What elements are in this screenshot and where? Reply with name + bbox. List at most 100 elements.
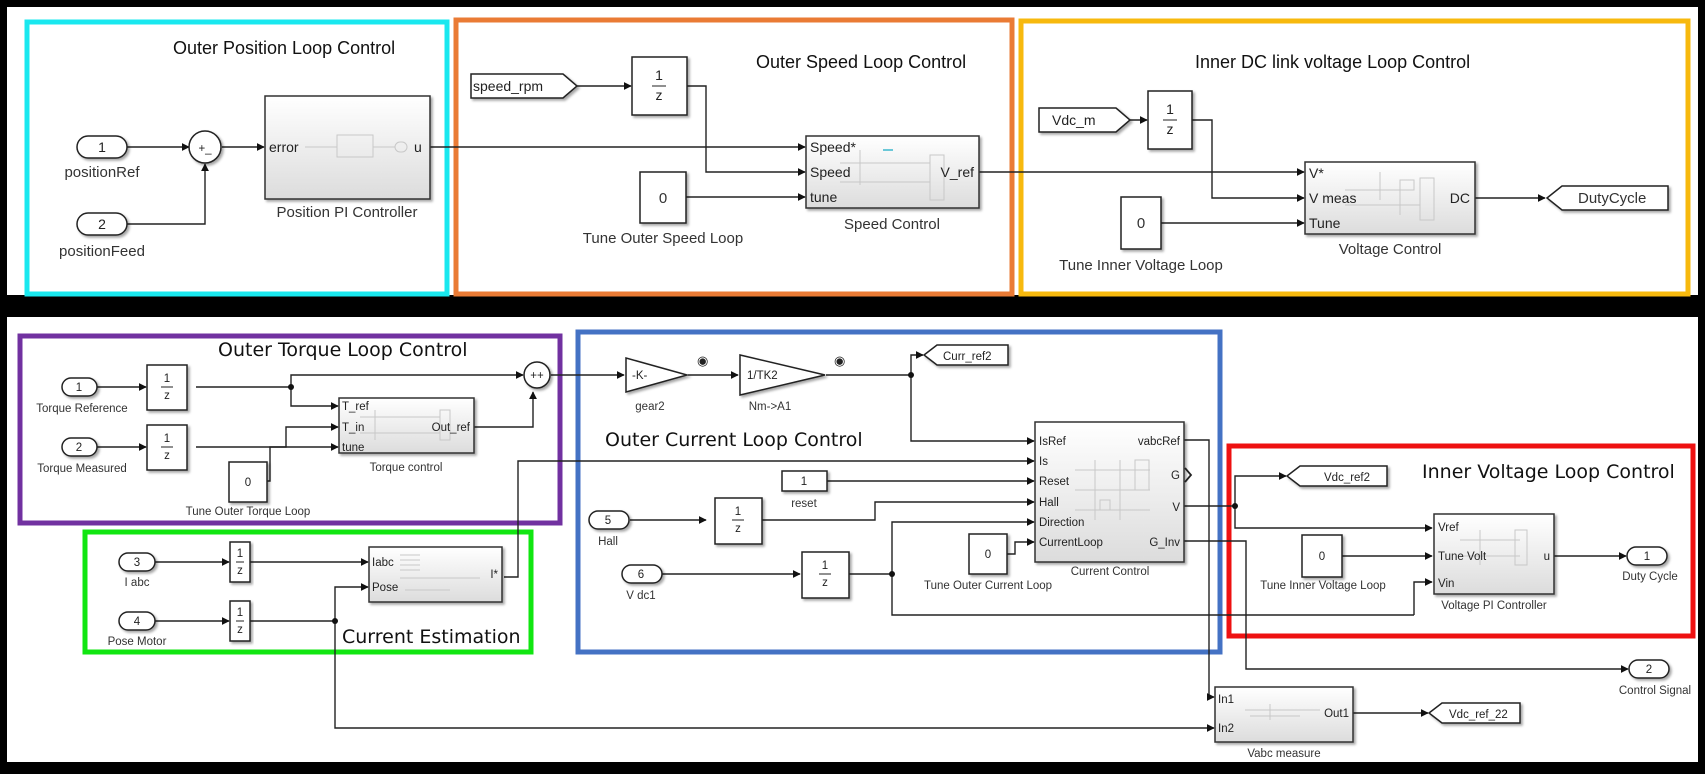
junction-dot <box>908 372 914 378</box>
inport-label: V dc1 <box>626 590 655 602</box>
unit-delay-pose[interactable]: 1 z <box>229 600 251 642</box>
port-i-star: I* <box>490 569 498 581</box>
inport-position-feed[interactable]: 2 positionFeed <box>59 212 145 260</box>
from-tag-speed-rpm[interactable]: speed_rpm <box>470 73 579 99</box>
constant-tune-inner-voltage[interactable]: 0 Tune Inner Voltage Loop <box>1059 196 1223 274</box>
delay-den: z <box>237 624 243 636</box>
junction-dot <box>889 571 895 577</box>
outport-label: Control Signal <box>1619 685 1691 697</box>
unit-delay-vdc1[interactable]: 1 z <box>801 551 850 599</box>
block-label: Speed Control <box>844 216 940 233</box>
gain-label: gear2 <box>635 401 664 413</box>
port-hall: Hall <box>1039 497 1059 509</box>
goto-tag-curr-ref2[interactable]: Curr_ref2 <box>922 344 1009 366</box>
inport-position-ref[interactable]: 1 positionRef <box>64 135 140 181</box>
torque-loop-frame <box>17 333 563 526</box>
vabc-measure-subsystem[interactable]: In1 In2 Out1 Vabc measure <box>1214 686 1354 760</box>
position-pi-controller[interactable]: error u Position PI Controller <box>264 95 431 221</box>
port-u: u <box>1544 551 1550 563</box>
sum-block-position[interactable]: +_ <box>188 130 222 164</box>
from-tag-label: speed_rpm <box>473 78 543 94</box>
goto-tag-vdc-ref2[interactable]: Vdc_ref2 <box>1285 465 1388 487</box>
port-v-meas: V meas <box>1309 190 1356 206</box>
goto-tag-vdc-ref-22[interactable]: Vdc_ref_22 <box>1427 702 1521 724</box>
speed-control-subsystem[interactable]: Speed* Speed tune V_ref Speed Control <box>805 135 980 233</box>
signal-logging-icon[interactable]: ◉ <box>834 353 845 368</box>
goto-tag-label: Vdc_ref_22 <box>1449 709 1508 721</box>
inport-v-dc1[interactable]: 6 V dc1 <box>621 564 663 602</box>
block-label: Current Control <box>1071 566 1150 578</box>
inport-i-abc[interactable]: 3 I abc <box>118 552 156 589</box>
delay-num: 1 <box>1166 101 1174 117</box>
port-currentloop: CurrentLoop <box>1039 537 1103 549</box>
unit-delay-hall[interactable]: 1 z <box>714 497 763 545</box>
constant-value: 0 <box>245 477 251 489</box>
constant-tune-outer-torque[interactable]: 0 Tune Outer Torque Loop <box>186 461 311 518</box>
goto-tag-dutycycle[interactable]: DutyCycle <box>1545 185 1669 211</box>
junction-dot <box>288 384 294 390</box>
port-in1: In1 <box>1218 694 1234 706</box>
constant-tune-inner-voltage-2[interactable]: 0 Tune Inner Voltage Loop <box>1260 534 1386 592</box>
delay-den: z <box>822 577 828 589</box>
constant-value: 0 <box>1137 215 1145 232</box>
delay-den: z <box>656 87 663 103</box>
delay-num: 1 <box>237 548 243 560</box>
sum-signs: ++ <box>530 370 544 382</box>
port-v-ref: V_ref <box>941 164 975 180</box>
goto-tag-label: DutyCycle <box>1578 190 1646 207</box>
unit-delay-speed[interactable]: 1 z <box>631 56 688 116</box>
dc-link-loop-frame <box>1018 18 1691 297</box>
port-iabc: Iabc <box>372 557 394 569</box>
constant-label: Tune Outer Current Loop <box>924 580 1052 592</box>
gain-nm-to-a1[interactable]: 1/TK2 Nm->A1 <box>739 354 826 413</box>
unit-delay-vdc[interactable]: 1 z <box>1147 90 1193 150</box>
inport-torque-measured[interactable]: 2 Torque Measured <box>37 437 127 475</box>
port-speed-star: Speed* <box>810 139 856 155</box>
signal-logging-icon[interactable]: ◉ <box>697 353 708 368</box>
gain-label: Nm->A1 <box>749 401 792 413</box>
constant-value: 0 <box>1319 551 1325 563</box>
inport-label: positionFeed <box>59 243 145 260</box>
inport-label: Hall <box>598 536 618 548</box>
current-estimator-subsystem[interactable]: Iabc Pose I* <box>368 546 503 603</box>
voltage-control-subsystem[interactable]: V* V meas Tune DC Voltage Control <box>1304 161 1476 258</box>
gain-value: -K- <box>632 370 648 382</box>
gain-gear2[interactable]: -K- gear2 <box>625 357 690 413</box>
unit-delay-iabc[interactable]: 1 z <box>229 541 251 583</box>
inport-number: 3 <box>134 557 140 569</box>
inport-pose-motor[interactable]: 4 Pose Motor <box>108 611 167 648</box>
port-tune: Tune <box>1309 215 1341 231</box>
torque-control-subsystem[interactable]: T_ref T_in tune Out_ref Torque control <box>338 397 475 474</box>
outport-number: 2 <box>1646 664 1652 676</box>
gain-value: 1/TK2 <box>747 370 778 382</box>
inport-number: 6 <box>638 569 644 581</box>
from-tag-vdc-m[interactable]: Vdc_m <box>1038 107 1132 133</box>
voltage-pi-controller[interactable]: Vref Tune Volt Vin u Voltage PI Controll… <box>1433 513 1555 612</box>
sum-block-torque[interactable]: ++ <box>523 361 551 389</box>
constant-value: 1 <box>801 476 807 488</box>
goto-tag-label: Vdc_ref2 <box>1324 472 1370 484</box>
outport-control-signal[interactable]: 2 Control Signal <box>1619 659 1691 697</box>
constant-value: 0 <box>659 190 667 207</box>
outport-duty-cycle[interactable]: 1 Duty Cycle <box>1622 546 1678 583</box>
unit-delay-torque-ref[interactable]: 1 z <box>146 364 188 411</box>
constant-label: Tune Inner Voltage Loop <box>1059 257 1223 274</box>
junction-dot <box>1232 503 1238 509</box>
constant-tune-outer-speed[interactable]: 0 Tune Outer Speed Loop <box>583 171 743 247</box>
port-dc: DC <box>1450 190 1470 206</box>
inport-label: Pose Motor <box>108 636 167 648</box>
current-control-subsystem[interactable]: IsRef Is Reset Hall Direction CurrentLoo… <box>1034 421 1193 578</box>
constant-tune-outer-current[interactable]: 0 Tune Outer Current Loop <box>924 533 1052 592</box>
sum-signs: +_ <box>198 143 212 155</box>
inport-number: 5 <box>605 515 611 527</box>
position-loop-title: Outer Position Loop Control <box>173 38 395 58</box>
inport-number: 2 <box>98 216 106 232</box>
inport-torque-reference[interactable]: 1 Torque Reference <box>36 377 128 415</box>
constant-reset[interactable]: 1 reset <box>781 470 828 510</box>
port-u: u <box>414 139 422 155</box>
unit-delay-torque-meas[interactable]: 1 z <box>146 424 188 471</box>
torque-loop-title: Outer Torque Loop Control <box>218 339 468 361</box>
position-loop-frame <box>24 19 450 297</box>
speed-loop-title: Outer Speed Loop Control <box>756 52 966 72</box>
inport-hall[interactable]: 5 Hall <box>588 510 630 548</box>
